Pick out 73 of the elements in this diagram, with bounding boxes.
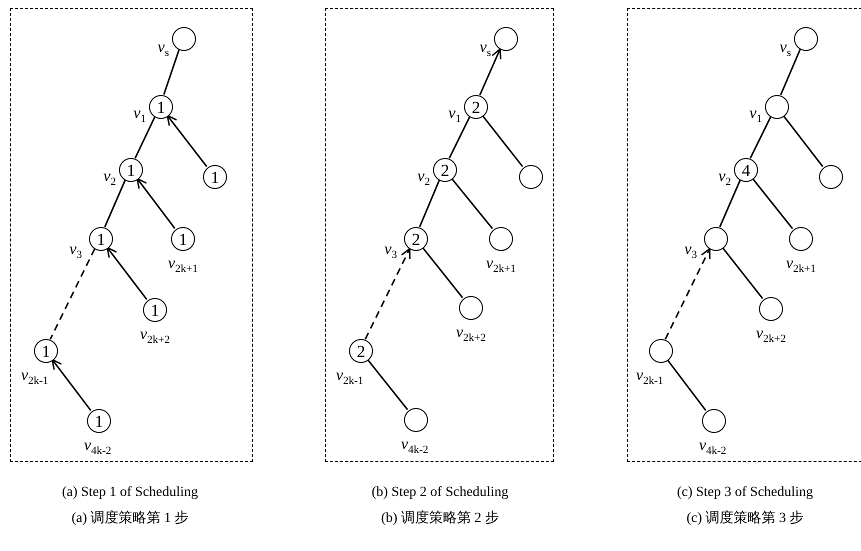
connector xyxy=(366,358,408,410)
connector xyxy=(666,359,706,411)
node-label: v$_{s}$ xyxy=(158,40,169,60)
node-value: 4 xyxy=(742,162,750,178)
node-label: v$_{2k+2}$ xyxy=(140,327,170,346)
node-label: v$_{3}$ xyxy=(384,242,397,262)
node-label: v$_{2k+1}$ xyxy=(786,256,816,276)
node-value: 2 xyxy=(440,162,450,178)
node-label: v$_{2k+2}$ xyxy=(756,326,786,346)
connector xyxy=(450,178,494,230)
connector xyxy=(448,116,470,159)
dashed-frame xyxy=(325,8,554,462)
connector xyxy=(134,116,156,158)
node-value: 1 xyxy=(156,98,166,116)
node-value: 2 xyxy=(472,98,480,116)
node-value: 1 xyxy=(42,342,50,360)
connector xyxy=(163,49,180,95)
connector xyxy=(722,246,764,300)
node-label: v$_{2k+1}$ xyxy=(486,256,516,276)
node-label: v$_{4k-2}$ xyxy=(401,437,428,456)
node-label: v$_{2k-1}$ xyxy=(21,368,48,388)
dashed-frame xyxy=(627,8,861,462)
connector xyxy=(166,114,208,167)
node-value: 2 xyxy=(356,342,366,360)
connector xyxy=(422,246,464,298)
node-label: v$_{2k+1}$ xyxy=(168,256,198,276)
caption: (a) 调度策略第 1 步 xyxy=(71,512,189,526)
tree-node-circle xyxy=(519,165,543,189)
connector xyxy=(106,246,148,300)
dashed-connector xyxy=(50,248,96,340)
connector xyxy=(482,114,524,168)
node-label: v$_{3}$ xyxy=(684,242,697,262)
caption: (b) Step 2 of Scheduling xyxy=(372,486,508,500)
node-label: v$_{2}$ xyxy=(103,169,116,188)
connector xyxy=(52,358,92,411)
node-value: 1 xyxy=(126,162,136,178)
node-value: 1 xyxy=(94,412,104,430)
node-value: 1 xyxy=(150,302,160,318)
node-label: v$_{s}$ xyxy=(780,40,791,60)
connector xyxy=(782,115,824,167)
caption: (b) 调度策略第 2 步 xyxy=(381,512,499,526)
caption: (a) Step 1 of Scheduling xyxy=(62,486,198,500)
node-label: v$_{2}$ xyxy=(718,169,731,188)
connector xyxy=(418,180,440,228)
caption: (c) Step 3 of Scheduling xyxy=(676,486,814,500)
connector xyxy=(780,48,802,96)
connector xyxy=(136,178,176,229)
node-label: v$_{3}$ xyxy=(69,242,82,262)
connector xyxy=(104,180,126,228)
node-value: 1 xyxy=(96,230,106,248)
caption: (c) 调度策略第 3 步 xyxy=(686,512,804,526)
node-label: v$_{2k-1}$ xyxy=(636,368,664,388)
dashed-connector xyxy=(364,248,411,340)
connector xyxy=(752,178,794,230)
node-value: 1 xyxy=(210,168,220,186)
connector xyxy=(719,180,741,228)
connector xyxy=(750,116,772,159)
node-label: v$_{2k-1}$ xyxy=(336,368,364,388)
node-label: v$_{4k-2}$ xyxy=(699,438,726,458)
node-label: v$_{1}$ xyxy=(133,106,146,126)
node-value: 2 xyxy=(412,230,420,248)
tree-node-circle xyxy=(203,165,227,189)
dashed-frame xyxy=(10,8,253,462)
connector xyxy=(479,48,502,96)
node-value: 1 xyxy=(178,230,188,248)
node-label: v$_{1}$ xyxy=(749,106,762,126)
node-label: v$_{2k+2}$ xyxy=(456,325,486,344)
dashed-connector xyxy=(664,248,711,340)
tree-node-circle xyxy=(819,165,843,189)
node-label: v$_{2}$ xyxy=(417,169,430,188)
node-label: v$_{4k-2}$ xyxy=(84,438,112,458)
node-label: v$_{s}$ xyxy=(480,40,491,60)
node-label: v$_{1}$ xyxy=(448,106,461,126)
